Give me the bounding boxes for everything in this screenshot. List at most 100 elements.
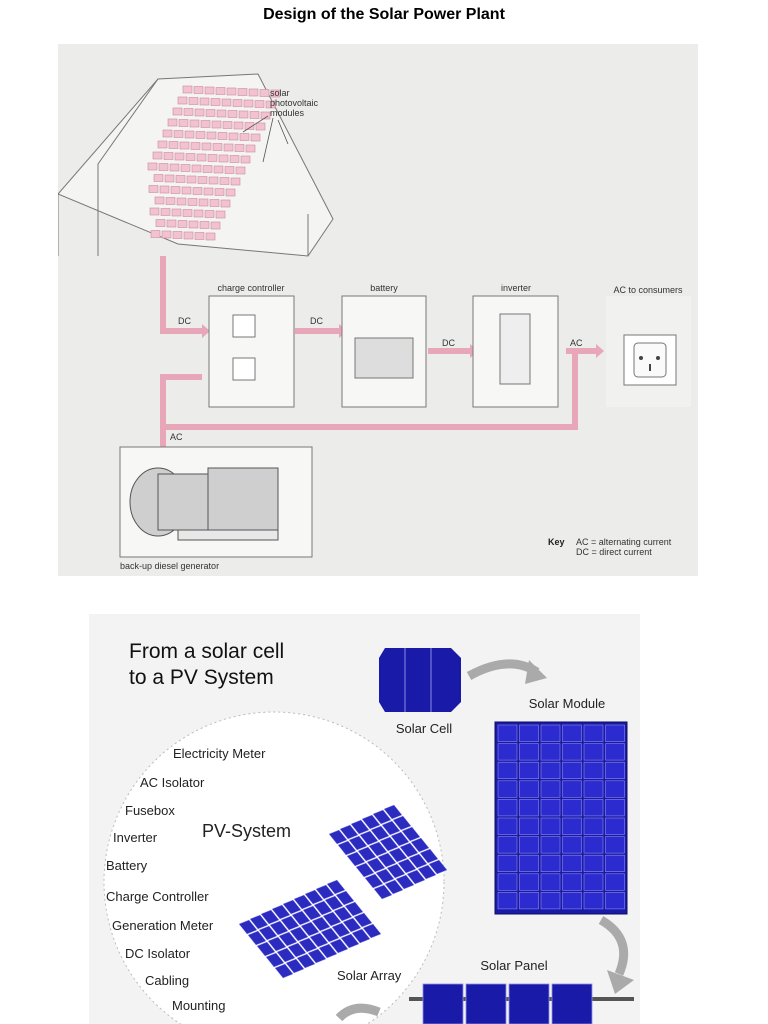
- array-module: [335, 890, 355, 906]
- roof-module: [234, 144, 245, 152]
- panel-unit: [551, 983, 593, 1024]
- array-module: [247, 930, 267, 946]
- roof-module: [172, 107, 183, 116]
- array-module: [289, 926, 309, 942]
- solar-plant-schematic: solar photovoltaic modules charge contro…: [58, 44, 698, 576]
- component-label: Generation Meter: [112, 918, 214, 933]
- module-cell: [562, 892, 582, 910]
- array-module: [388, 847, 408, 863]
- roof-module: [200, 120, 211, 128]
- solar-module-label: Solar Module: [529, 696, 606, 711]
- roof-module: [197, 176, 208, 184]
- roof-module: [198, 198, 209, 207]
- roof-module: [232, 99, 243, 107]
- array-module: [348, 835, 368, 851]
- array-module: [386, 863, 406, 879]
- module-cell: [519, 780, 539, 798]
- array-module: [366, 857, 386, 873]
- roof-module: [199, 97, 210, 106]
- array-module: [304, 889, 324, 905]
- roof-module: [193, 86, 204, 94]
- module-cell: [519, 854, 539, 872]
- dc-label-1: DC: [178, 316, 191, 326]
- array-module: [307, 948, 327, 964]
- key-title: Key: [548, 537, 565, 547]
- component-label: Cabling: [145, 973, 189, 988]
- modules-label-2: photovoltaic: [270, 98, 319, 108]
- roof-module: [213, 165, 224, 174]
- roof-module: [237, 88, 248, 96]
- roof-module: [202, 165, 213, 173]
- roof-module: [163, 152, 174, 160]
- array-module: [368, 841, 388, 857]
- solar-array-label: Solar Array: [337, 968, 402, 983]
- array-module: [340, 933, 360, 949]
- roof-module: [238, 110, 249, 119]
- module-cell: [497, 743, 518, 761]
- roof-module: [240, 155, 251, 164]
- module-cell: [583, 836, 604, 854]
- roof-module: [205, 232, 216, 241]
- array-module: [351, 928, 371, 944]
- array-module: [324, 895, 344, 911]
- array-module: [326, 879, 346, 895]
- generator-label: back-up diesel generator: [120, 561, 219, 571]
- array-module: [269, 920, 289, 936]
- module-cell: [497, 724, 518, 742]
- roof-module: [245, 144, 256, 153]
- roof-module: [216, 109, 227, 118]
- roof-module: [239, 133, 250, 141]
- roof-module: [226, 87, 237, 96]
- module-cell: [519, 761, 539, 779]
- roof-module: [228, 132, 239, 141]
- roof-module: [178, 119, 189, 127]
- module-cell: [540, 780, 561, 798]
- module-cell: [519, 892, 539, 910]
- module-cell: [540, 761, 561, 779]
- roof-module: [204, 86, 215, 95]
- array-module: [346, 851, 366, 867]
- charge-controller-label: charge controller: [217, 283, 284, 293]
- roof-module: [223, 143, 234, 152]
- array-module: [274, 963, 294, 979]
- array-module: [419, 848, 439, 864]
- array-module: [375, 868, 395, 884]
- ac-label-out: AC: [570, 338, 583, 348]
- roof-module: [191, 164, 202, 173]
- module-cell: [562, 854, 582, 872]
- pv-system-label: PV-System: [202, 821, 291, 841]
- roof-module: [170, 186, 181, 194]
- array-module: [364, 873, 384, 889]
- array-module: [265, 952, 285, 968]
- component-label: DC Isolator: [125, 946, 191, 961]
- array-module: [267, 936, 287, 952]
- component-label: Charge Controller: [106, 889, 209, 904]
- panel-unit: [508, 983, 550, 1024]
- dc-label-3: DC: [442, 338, 455, 348]
- module-cell: [605, 817, 625, 835]
- roof-module: [183, 108, 194, 116]
- module-cell: [519, 817, 539, 835]
- roof-module: [175, 175, 186, 183]
- roof-module: [172, 231, 183, 239]
- roof-module: [157, 140, 168, 149]
- component-label: Fusebox: [125, 803, 175, 818]
- array-module: [337, 840, 357, 856]
- roof-module: [244, 122, 255, 130]
- roof-module: [210, 221, 221, 230]
- roof-module: [194, 232, 205, 240]
- array-module: [318, 943, 338, 959]
- roof-module: [215, 87, 226, 95]
- roof-module: [181, 186, 192, 195]
- module-cell: [540, 817, 561, 835]
- array-module: [328, 829, 348, 845]
- module-cell: [497, 892, 518, 910]
- module-cell: [605, 836, 625, 854]
- module-cell: [540, 799, 561, 817]
- module-cell: [605, 743, 625, 761]
- roof-module: [183, 231, 194, 240]
- module-cell: [562, 743, 582, 761]
- array-module: [278, 931, 298, 947]
- roof-module: [186, 175, 197, 184]
- array-module: [256, 941, 276, 957]
